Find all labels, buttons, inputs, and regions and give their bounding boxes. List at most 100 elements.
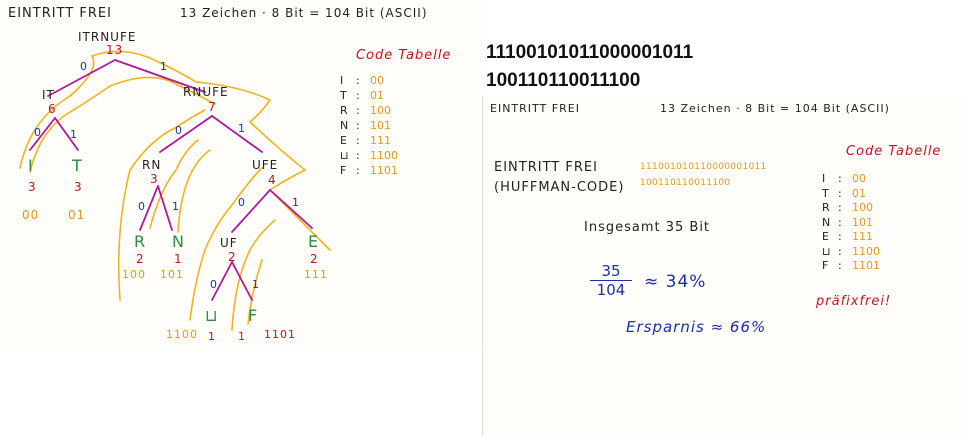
code-separator: : xyxy=(356,74,360,87)
code-value: 00 xyxy=(852,172,866,185)
right-header-text: EINTRITT FREI xyxy=(490,102,580,115)
right-whiteboard-panel xyxy=(482,96,966,436)
edge-label-1: 1 xyxy=(70,128,78,141)
leaf-t-weight: 3 xyxy=(74,180,83,194)
code-table-row: N:101 xyxy=(822,216,880,231)
code-value: 101 xyxy=(370,119,391,132)
code-separator: : xyxy=(356,119,360,132)
edge-label-1: 1 xyxy=(172,200,180,213)
code-table-row: I:00 xyxy=(822,172,880,187)
leaf-i-label: I xyxy=(28,156,34,175)
code-separator: : xyxy=(356,164,360,177)
left-header-count: 13 Zeichen · 8 Bit = 104 Bit (ASCII) xyxy=(180,6,428,20)
node-uf-weight: 2 xyxy=(228,250,237,264)
node-rnufe-label: RNUFE xyxy=(183,85,229,99)
edge-label-0: 0 xyxy=(210,278,218,291)
code-symbol: T xyxy=(822,186,829,200)
code-value: 111 xyxy=(370,134,391,147)
right-code-table: I:00 T:01 R:100 N:101 E:111 ⊔:1100 F:110… xyxy=(822,172,880,274)
code-value: 1101 xyxy=(370,164,398,177)
tree-edge xyxy=(211,115,263,153)
edge-label-1: 1 xyxy=(160,60,168,73)
code-separator: : xyxy=(838,215,842,229)
code-symbol: R xyxy=(340,104,348,117)
leaf-r-code: 100 xyxy=(122,268,146,281)
code-symbol: E xyxy=(822,230,829,243)
edge-label-0: 0 xyxy=(138,200,146,213)
root-node-weight: 13 xyxy=(106,43,124,57)
code-table-row: R:100 xyxy=(822,201,880,216)
edge-label-1: 1 xyxy=(252,278,260,291)
region-outline xyxy=(177,149,211,233)
region-outline xyxy=(149,139,199,229)
code-symbol: F xyxy=(822,259,829,272)
region-outline xyxy=(29,76,216,173)
edge-label-0: 0 xyxy=(238,196,246,209)
code-table-row: E:111 xyxy=(822,230,880,245)
code-value: 01 xyxy=(370,89,384,102)
code-value: 00 xyxy=(370,74,384,87)
leaf-f-label: F xyxy=(248,306,259,325)
leaf-r-weight: 2 xyxy=(136,252,145,266)
huffman-text-line-1: EINTRITT FREI xyxy=(494,160,598,175)
node-ufe-label: UFE xyxy=(252,158,279,172)
left-code-table-title: Code Tabelle xyxy=(356,48,452,63)
region-outline xyxy=(91,50,331,251)
code-separator: : xyxy=(838,244,842,258)
leaf-r-label: R xyxy=(134,232,147,251)
node-uf-label: UF xyxy=(220,236,238,250)
code-value: 100 xyxy=(370,104,391,117)
code-value: 1100 xyxy=(370,149,398,162)
ratio-percent: ≈ 34% xyxy=(644,272,707,292)
encoded-line-1: 111001010110000001011 xyxy=(640,162,767,172)
region-outline xyxy=(189,167,263,321)
bitstring-line-1: 11100101011000001011 xyxy=(486,42,694,63)
code-table-row: T:01 xyxy=(822,187,880,202)
region-outline xyxy=(247,259,263,325)
left-whiteboard-panel xyxy=(0,0,482,346)
code-value: 1101 xyxy=(852,259,880,272)
savings-text: Ersparnis ≈ 66% xyxy=(626,318,767,336)
code-separator: : xyxy=(838,172,842,185)
leaf-e-label: E xyxy=(308,232,320,251)
node-rn-weight: 3 xyxy=(150,172,159,186)
total-bits-text: Insgesamt 35 Bit xyxy=(584,220,711,235)
code-separator: : xyxy=(838,201,842,214)
tree-edge xyxy=(29,117,56,151)
leaf-n-label: N xyxy=(172,232,185,251)
code-value: 111 xyxy=(852,230,873,243)
leaf-f-weight: 1 xyxy=(238,330,246,343)
code-separator: : xyxy=(838,259,842,272)
tree-edge xyxy=(114,59,206,93)
tree-edge xyxy=(211,261,233,301)
code-table-row: F:1101 xyxy=(340,164,398,179)
code-separator: : xyxy=(838,230,842,243)
leaf-e-weight: 2 xyxy=(310,252,319,266)
node-it-weight: 6 xyxy=(48,102,57,116)
tree-edge xyxy=(47,59,116,97)
code-table-row: N:101 xyxy=(340,119,398,134)
node-ufe-weight: 4 xyxy=(268,173,277,187)
edge-label-0: 0 xyxy=(80,60,88,73)
code-separator: : xyxy=(356,104,360,117)
code-value: 100 xyxy=(852,201,873,214)
code-table-row: ⊔:1100 xyxy=(822,245,880,260)
leaf-t-code: 01 xyxy=(68,208,86,222)
encoded-line-2: 100110110011100 xyxy=(640,178,731,188)
code-table-row: ⊔:1100 xyxy=(340,149,398,164)
code-value: 101 xyxy=(852,215,873,229)
leaf-space-weight: 1 xyxy=(208,330,216,343)
leaf-n-weight: 1 xyxy=(174,252,183,266)
code-value: 1100 xyxy=(852,244,880,258)
code-symbol: N xyxy=(340,119,349,132)
huffman-tree-drawing xyxy=(19,50,331,331)
leaf-i-code: 00 xyxy=(22,208,40,222)
left-code-table: I:00 T:01 R:100 N:101 E:111 ⊔:1100 F:110… xyxy=(340,74,398,179)
leaf-space-label: ⊔ xyxy=(205,306,219,325)
code-separator: : xyxy=(356,134,360,147)
tree-edge xyxy=(157,185,173,231)
ratio-fraction: 35 104 xyxy=(590,262,632,299)
code-symbol: ⊔ xyxy=(822,244,831,258)
tree-edge xyxy=(159,115,213,153)
right-code-table-title: Code Tabelle xyxy=(846,144,942,159)
